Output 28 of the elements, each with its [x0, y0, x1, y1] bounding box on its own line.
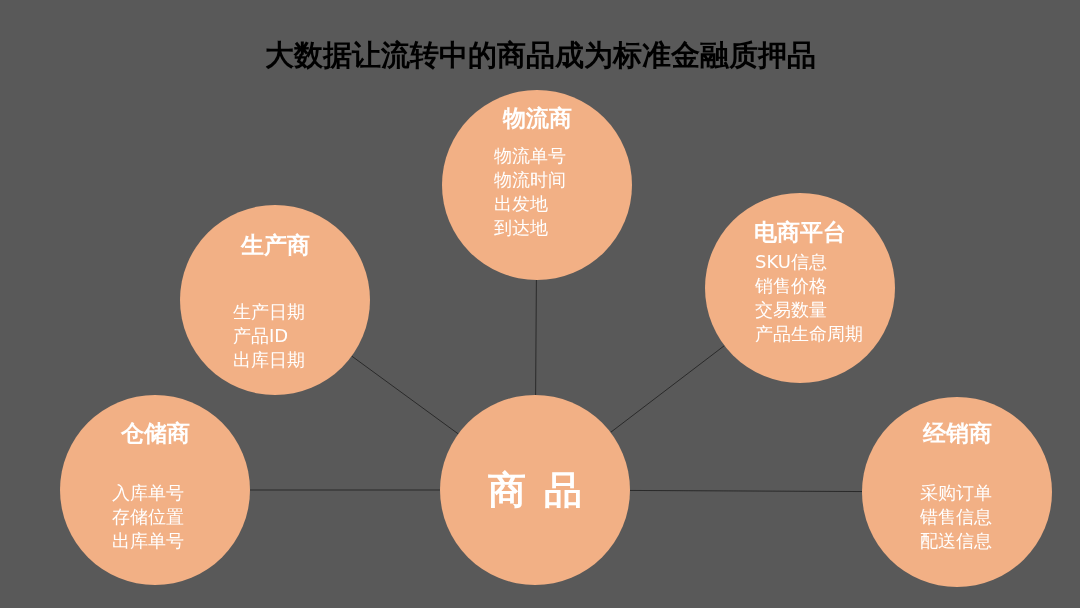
item-text: SKU信息	[755, 250, 827, 274]
item-text: 采购订单	[920, 481, 992, 505]
item-text: 产品生命周期	[755, 322, 863, 346]
connector-line	[610, 345, 725, 433]
heading-text: 经销商	[922, 418, 992, 448]
item-text: 存储位置	[112, 505, 184, 529]
item-text: 销售价格	[755, 274, 827, 298]
connector-line	[351, 355, 459, 435]
connector-line	[629, 489, 863, 493]
item-text: 物流时间	[494, 168, 566, 192]
item-text: 出库日期	[233, 348, 305, 372]
center-label: 商品	[488, 466, 600, 514]
connector-line	[535, 279, 537, 396]
item-text: 配送信息	[920, 529, 992, 553]
item-text: 生产日期	[233, 300, 305, 324]
item-text: 物流单号	[494, 144, 566, 168]
item-text: 错售信息	[920, 505, 992, 529]
item-text: 交易数量	[755, 298, 827, 322]
heading-text: 电商平台	[754, 217, 846, 247]
heading-text: 仓储商	[120, 418, 190, 448]
title: 大数据让流转中的商品成为标准金融质押品	[263, 37, 817, 74]
item-text: 产品ID	[233, 324, 289, 348]
item-text: 到达地	[494, 216, 548, 240]
heading-text: 物流商	[502, 103, 572, 133]
item-text: 入库单号	[112, 481, 184, 505]
item-text: 出库单号	[112, 529, 184, 553]
heading-text: 生产商	[240, 230, 310, 260]
item-text: 出发地	[494, 192, 548, 216]
